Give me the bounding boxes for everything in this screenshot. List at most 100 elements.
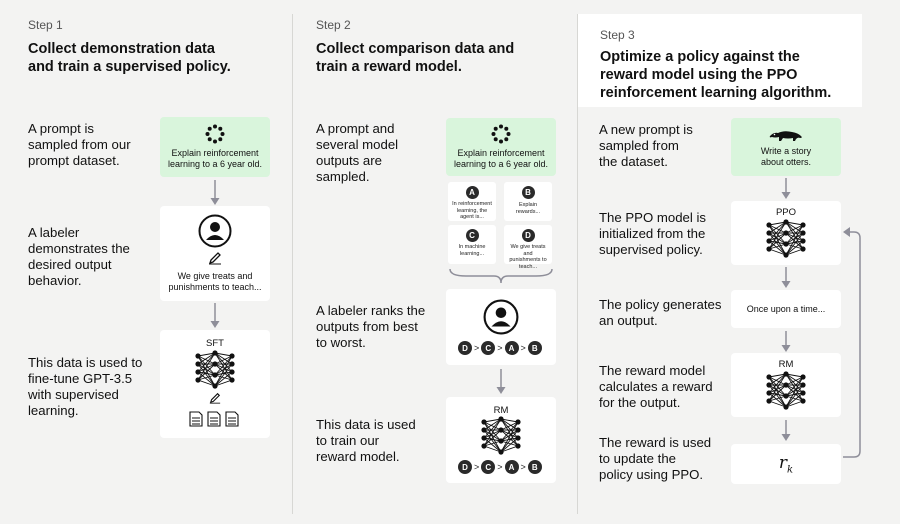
step2-desc-rank: A labeler ranks the outputs from best to… (316, 303, 425, 351)
rm-label: RM (778, 359, 794, 370)
step1-title-line: and train a supervised policy. (28, 59, 231, 75)
output-text: Once upon a time... (746, 303, 826, 314)
brace-icon (449, 268, 553, 284)
prompt-text: Write a story about otters. (761, 146, 811, 168)
rank-item: D (458, 341, 472, 355)
prompt-text: Explain reinforcement learning to a 6 ye… (168, 148, 262, 170)
column-divider (292, 14, 293, 514)
output-letter: A (465, 186, 479, 199)
prompt-line: about otters. (760, 156, 812, 167)
output-line: teach... (518, 263, 538, 270)
rank-separator: > (474, 343, 480, 353)
arrow-down-icon (496, 369, 506, 394)
rank-item: A (504, 341, 519, 355)
desc-line: A labeler ranks the (316, 303, 426, 318)
desc-line: to worst. (316, 335, 366, 350)
output-line: learning... (459, 250, 485, 257)
output-text: In machine learning... (448, 244, 496, 257)
step3-desc-output: The policy generates an output. (599, 297, 721, 329)
step3-prompt-card: Write a story about otters. (731, 118, 841, 176)
output-line: In reinforcement (452, 201, 492, 207)
feedback-arrow-icon (843, 227, 861, 458)
step3-rm-card: RM (731, 353, 841, 417)
neural-network-icon (481, 416, 521, 455)
step1-sft-card: SFT (160, 330, 270, 438)
output-letter: C (465, 229, 479, 242)
step3-desc-reward: The reward model calculates a reward for… (599, 363, 713, 411)
rm-label: RM (493, 405, 509, 416)
desc-line: outputs are (316, 153, 382, 168)
output-line: In machine (458, 244, 486, 250)
desc-line: A new prompt is (599, 122, 693, 137)
arrow-down-icon (781, 267, 791, 288)
output-letter: B (521, 186, 535, 199)
person-icon (198, 214, 232, 248)
labeler-line: punishments to teach... (168, 282, 262, 292)
step2-desc-rm: This data is used to train our reward mo… (316, 417, 416, 465)
rank-separator: > (520, 343, 526, 353)
desc-line: behavior. (28, 273, 82, 288)
step3-title-line: reinforcement learning algorithm. (600, 85, 832, 101)
prompt-line: learning to a 6 year old. (453, 159, 549, 169)
step1-prompt-card: Explain reinforcement learning to a 6 ye… (160, 117, 270, 177)
documents-icon (189, 411, 239, 427)
prompt-line: Write a story (760, 145, 812, 156)
step1-title: Collect demonstration data and train a s… (28, 40, 231, 76)
rank-separator: > (497, 462, 503, 472)
prompt-line: learning to a 6 year old. (167, 159, 263, 169)
desc-line: A labeler (28, 225, 80, 240)
desc-line: prompt dataset. (28, 153, 120, 168)
output-card-b: B Explain rewards... (504, 182, 552, 221)
rank-item: C (481, 460, 496, 474)
output-line: We give treats and (510, 244, 546, 257)
arrow-down-icon (781, 420, 791, 441)
ranking: D > C > A > B (458, 341, 542, 355)
desc-line: calculates a reward (599, 379, 713, 394)
step2-label: Step 2 (316, 18, 351, 32)
desc-line: with supervised (28, 387, 119, 402)
rank-item: D (458, 460, 472, 474)
output-card-d: D We give treats and punishments to teac… (504, 225, 552, 270)
output-card-c: C In machine learning... (448, 225, 496, 264)
step1-label: Step 1 (28, 18, 63, 32)
step3-output-card: Once upon a time... (731, 290, 841, 328)
step2-rm-card: RM D > C > A > B (446, 397, 556, 483)
rank-separator: > (497, 343, 503, 353)
rank-item: A (504, 460, 519, 474)
step3-desc-update: The reward is used to update the policy … (599, 435, 711, 483)
step3-title-box: Step 3 Optimize a policy against the rew… (578, 14, 862, 107)
neural-network-icon (195, 350, 235, 389)
rank-item: B (527, 341, 542, 355)
step2-title: Collect comparison data and train a rewa… (316, 40, 514, 76)
rank-item: C (481, 341, 496, 355)
step3-ppo-card: PPO (731, 201, 841, 265)
rank-item: B (527, 460, 542, 474)
desc-line: The reward is used (599, 435, 712, 450)
otter-icon (769, 130, 802, 141)
neural-network-icon (766, 219, 806, 258)
desc-line: fine-tune GPT-3.5 (28, 371, 133, 386)
desc-line: The policy generates (599, 297, 722, 312)
desc-line: This data is used to (28, 355, 143, 370)
output-line: agent is... (460, 214, 484, 220)
desc-line: supervised policy. (599, 242, 703, 257)
output-letter: D (521, 229, 535, 242)
step3-desc-ppo: The PPO model is initialized from the su… (599, 210, 706, 258)
step2-title-line: train a reward model. (316, 59, 462, 75)
pencil-icon (209, 392, 221, 404)
step3-reward-card: rk (731, 444, 841, 484)
step2-labeler-card: D > C > A > B (446, 289, 556, 365)
step1-title-line: Collect demonstration data (28, 41, 215, 57)
refresh-icon (491, 124, 511, 144)
step3-desc-prompt: A new prompt is sampled from the dataset… (599, 122, 693, 170)
desc-line: This data is used (316, 417, 416, 432)
step3-label: Step 3 (600, 28, 635, 42)
desc-line: an output. (599, 313, 658, 328)
output-text: Explain rewards... (504, 202, 552, 215)
desc-line: for the output. (599, 395, 681, 410)
desc-line: to train our (316, 433, 380, 448)
prompt-text: Explain reinforcement learning to a 6 ye… (454, 148, 548, 170)
arrow-down-icon (781, 178, 791, 199)
step1-desc-prompt: A prompt is sampled from our prompt data… (28, 121, 131, 169)
desc-line: initialized from the (599, 226, 706, 241)
